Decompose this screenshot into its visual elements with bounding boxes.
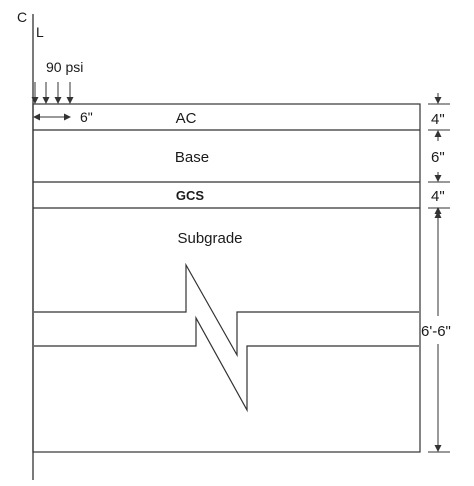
centerline-c-label: C	[17, 9, 27, 25]
break-line-top	[34, 262, 419, 358]
break-mask	[34, 312, 419, 346]
load-pressure-label: 90 psi	[46, 59, 83, 75]
load-arrows	[31, 82, 74, 104]
load-radius-label: 6"	[80, 109, 93, 125]
thickness-label-subgrade: 6'-6"	[421, 323, 451, 340]
layer-name-base: Base	[175, 149, 209, 166]
layer-name-gcs: GCS	[176, 188, 205, 203]
thickness-dimensions	[428, 93, 450, 453]
centerline-l-label: L	[36, 24, 44, 40]
layer-name-ac: AC	[176, 110, 197, 127]
break-line-bottom	[34, 315, 419, 413]
layer-name-subgrade: Subgrade	[177, 230, 242, 247]
thickness-label-gcs: 4"	[431, 188, 445, 205]
thickness-label-base: 6"	[431, 149, 445, 166]
thickness-label-ac: 4"	[431, 111, 445, 128]
subgrade-break-symbol	[34, 262, 419, 413]
pavement-section-outline	[32, 103, 421, 453]
